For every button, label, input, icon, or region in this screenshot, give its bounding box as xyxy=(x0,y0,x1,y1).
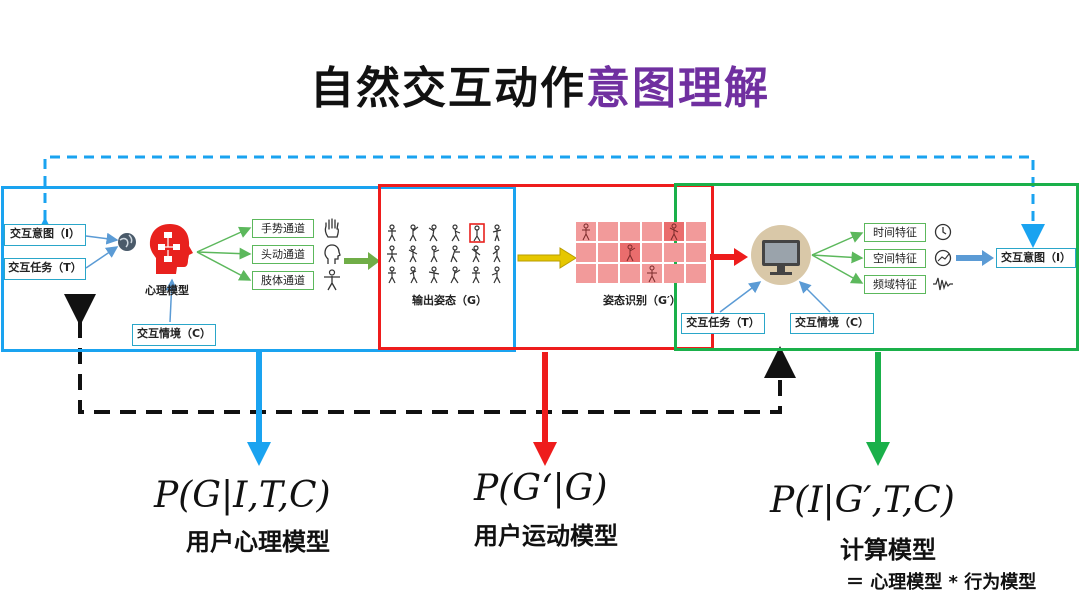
channel-body: 肢体通道 xyxy=(252,271,314,290)
caption-motion: 用户运动模型 xyxy=(474,522,618,550)
feature-space: 空间特征 xyxy=(864,249,926,268)
yellow-flow-arrow xyxy=(517,247,577,269)
mental-head-icon xyxy=(149,224,193,274)
caption-psych: 用户心理模型 xyxy=(186,528,330,556)
motion-model-frame xyxy=(378,184,714,350)
formula-psych: P(G|I,T,C) xyxy=(154,475,331,516)
bottom-dashed-loop xyxy=(64,294,796,414)
mental-model-label: 心理模型 xyxy=(145,284,189,297)
formula-motion: P(G‘|G) xyxy=(474,468,608,509)
intent-input-box: 交互意图（I） xyxy=(4,224,86,246)
formula-compute: P(I|G′,T,C) xyxy=(770,480,955,521)
compute-note: ＝ 心理模型 * 行为模型 xyxy=(846,572,1037,593)
compute-task-box: 交互任务（T） xyxy=(681,313,765,334)
blue-down-arrow xyxy=(247,442,271,466)
output-gesture-grid xyxy=(384,222,514,284)
recognized-gesture-grid xyxy=(576,222,708,284)
hand-icon xyxy=(324,218,340,238)
body-icon xyxy=(324,269,340,291)
psych-model-frame xyxy=(1,186,516,352)
head-icon xyxy=(324,244,341,264)
intent-output-box: 交互意图（I） xyxy=(996,248,1076,268)
red-down-arrow xyxy=(533,442,557,466)
context-input-box: 交互情境（C） xyxy=(132,324,216,346)
red-flow-arrow xyxy=(710,248,748,266)
channel-head: 头动通道 xyxy=(252,245,314,264)
page-title: 自然交互动作意图理解 xyxy=(0,52,1080,116)
clock-icon xyxy=(934,223,952,241)
feature-time: 时间特征 xyxy=(864,223,926,242)
caption-compute: 计算模型 xyxy=(840,536,936,564)
compute-context-box: 交互情境（C） xyxy=(790,313,874,334)
wave-icon xyxy=(933,277,953,291)
task-to-globe-arrow xyxy=(85,246,119,269)
space-icon xyxy=(934,249,952,267)
computer-icon xyxy=(751,225,811,285)
globe-icon xyxy=(118,233,136,251)
context-to-head-arrow xyxy=(165,278,178,323)
title-part-1: 自然交互动作 xyxy=(310,63,586,114)
green-flow-arrow xyxy=(344,252,380,270)
task-input-box: 交互任务（T） xyxy=(4,258,86,280)
feature-freq: 频域特征 xyxy=(864,275,926,294)
title-part-2: 意图理解 xyxy=(586,63,770,114)
green-down-arrow xyxy=(866,442,890,466)
recognized-gesture-label: 姿态识别（G′） xyxy=(603,294,681,307)
intent-to-globe-arrow xyxy=(85,232,119,245)
to-intent-arrow xyxy=(956,250,994,266)
channel-gesture: 手势通道 xyxy=(252,219,314,238)
output-gesture-label: 输出姿态（G） xyxy=(412,294,488,307)
top-dashed-loop xyxy=(33,155,1045,248)
